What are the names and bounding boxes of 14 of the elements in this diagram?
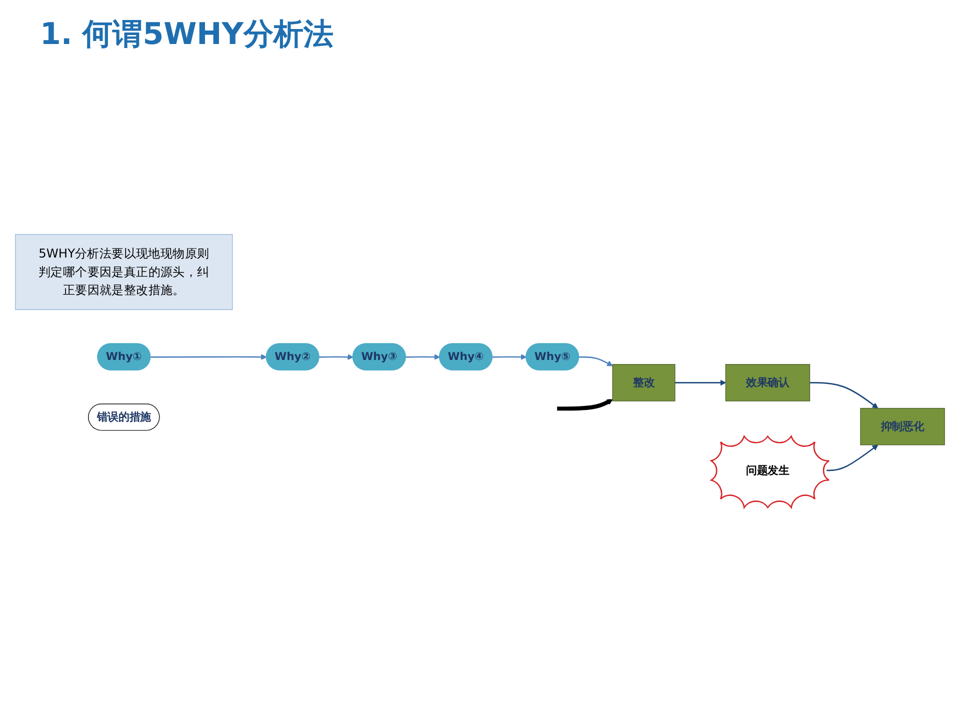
arrow	[406, 354, 440, 360]
node-box: 效果确认	[725, 364, 810, 402]
node-box: 抑制恶化	[860, 408, 945, 446]
arrow	[492, 354, 527, 360]
arrow	[810, 382, 878, 409]
page-title: 1. 何谓5WHY分析法	[40, 16, 335, 54]
arrow	[579, 356, 613, 366]
node-box: 5WHY分析法要以现地现物原则判定哪个要因是真正的源头，纠正要因就是整改措施。	[15, 234, 233, 310]
arrow	[826, 444, 878, 472]
arrow	[150, 354, 267, 360]
arrow	[674, 380, 726, 386]
arrow	[557, 399, 613, 411]
node-box: 整改	[612, 364, 676, 402]
arrow	[319, 354, 354, 360]
